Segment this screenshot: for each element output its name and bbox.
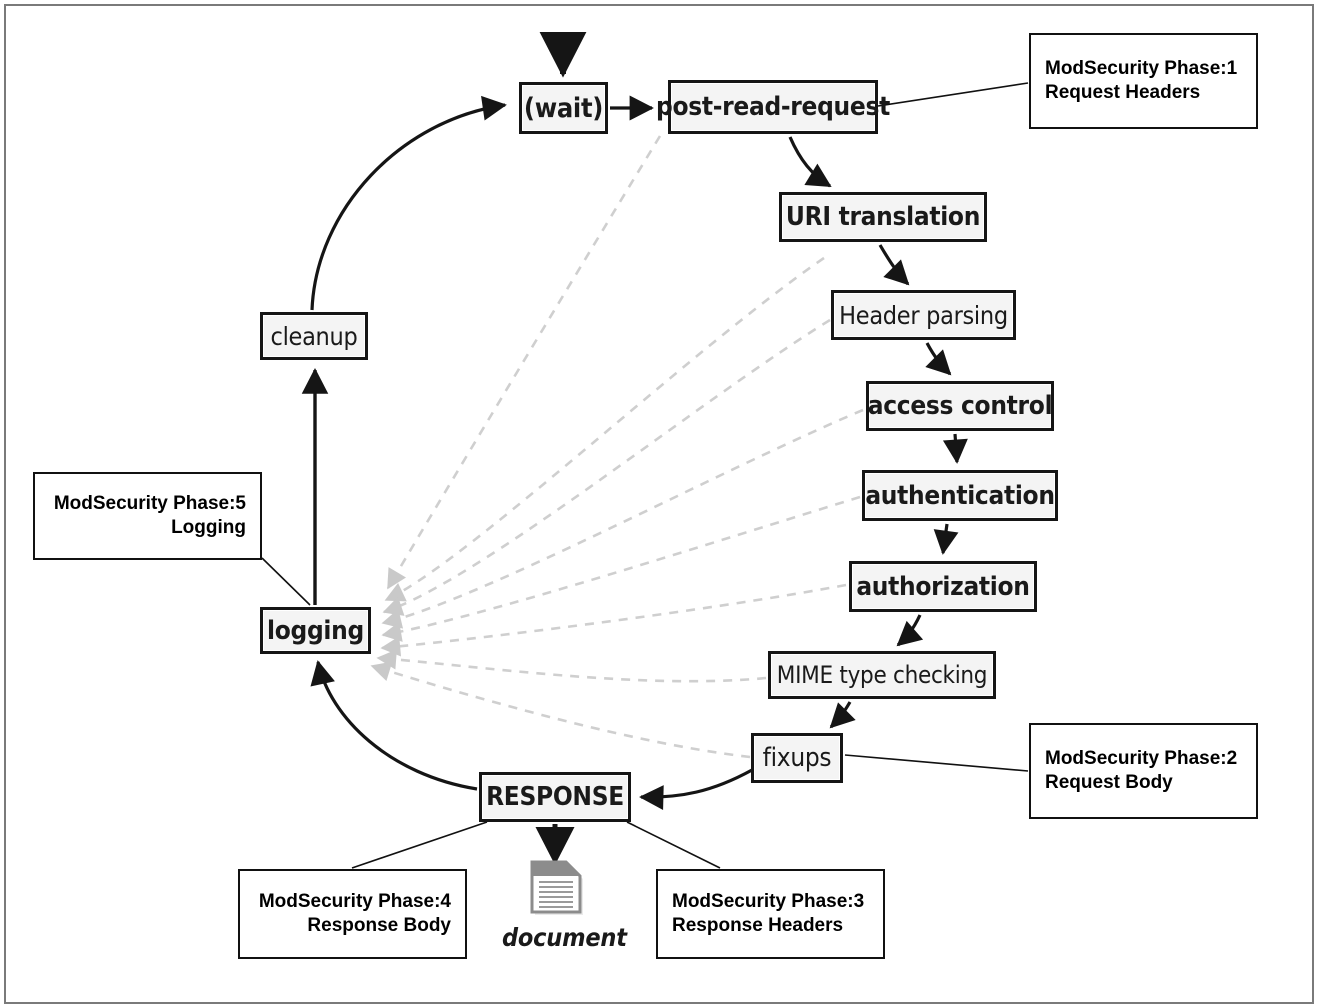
arrow-cleanup-to-wait — [310, 95, 507, 311]
arrow-response-to-logging — [310, 660, 478, 791]
arrow-post-read-request-to-uri-translation — [788, 136, 832, 188]
callout-phase-5-line1: ModSecurity Phase:5 — [53, 493, 246, 515]
callout-phase-5-line2: Logging — [171, 517, 246, 538]
arrow-access-control-to-authentication — [942, 433, 968, 464]
node-response[interactable]: RESPONSE — [479, 772, 631, 822]
dashed-post-read-request-to-logging — [386, 135, 662, 590]
node-header-parsing-label: Header parsing — [839, 300, 1008, 330]
callout-phase-3: ModSecurity Phase:3 Response Headers — [656, 869, 885, 959]
leader-phase-2 — [844, 754, 1029, 772]
node-access-control[interactable]: access control — [866, 381, 1054, 431]
dashed-access-control-to-logging — [381, 408, 864, 629]
leader-phase-1 — [877, 82, 1029, 107]
callout-phase-4-line2: Response Body — [307, 915, 451, 936]
callout-phase-3-line2: Response Headers — [672, 915, 844, 936]
arrow-mime-type-checking-to-fixups — [829, 701, 856, 729]
node-post-read-request[interactable]: post-read-request — [656, 80, 890, 134]
node-authorization[interactable]: authorization — [849, 561, 1037, 612]
node-response-label: RESPONSE — [486, 782, 624, 812]
callout-phase-1-line2: Request Headers — [1045, 82, 1201, 103]
arrow-header-parsing-to-access-control — [925, 342, 952, 376]
dashed-uri-translation-to-logging — [384, 256, 825, 602]
callout-phase-4: ModSecurity Phase:4 Response Body — [238, 869, 467, 959]
callout-phase-2-line2: Request Body — [1045, 772, 1173, 793]
node-authorization-label: authorization — [856, 571, 1030, 602]
node-authentication-label: authentication — [865, 480, 1055, 511]
node-logging-label: logging — [267, 615, 364, 646]
callout-phase-4-line1: ModSecurity Phase:4 — [258, 891, 451, 913]
node-fixups-label: fixups — [762, 743, 832, 773]
node-uri-translation-label: URI translation — [785, 202, 981, 232]
arrow-uri-translation-to-header-parsing — [878, 244, 910, 286]
solid-flow-arrows — [301, 31, 968, 865]
callout-phase-5: ModSecurity Phase:5 Logging — [33, 472, 262, 560]
dashed-fixups-to-logging — [370, 661, 751, 759]
callout-leader-lines — [261, 82, 1029, 869]
dashed-header-parsing-to-logging — [382, 318, 831, 616]
dashed-authorization-to-logging — [380, 583, 847, 657]
node-fixups[interactable]: fixups — [751, 733, 843, 783]
callout-phase-1: ModSecurity Phase:1 Request Headers — [1029, 33, 1258, 129]
dashed-authentication-to-logging — [381, 495, 861, 642]
callout-phase-2-line1: ModSecurity Phase:2 — [1045, 748, 1238, 770]
logging-dashed-arrows — [370, 135, 864, 759]
node-mime-type-checking-label: MIME type checking — [776, 661, 988, 689]
leader-phase-5 — [261, 557, 311, 606]
node-post-read-request-label: post-read-request — [656, 92, 890, 122]
node-mime-type-checking[interactable]: MIME type checking — [768, 651, 996, 699]
node-access-control-label: access control — [867, 391, 1053, 421]
node-logging[interactable]: logging — [260, 607, 371, 654]
callout-phase-3-line1: ModSecurity Phase:3 — [672, 891, 865, 913]
arrow-fixups-to-response — [639, 768, 753, 811]
callout-phase-2: ModSecurity Phase:2 Request Body — [1029, 723, 1258, 819]
arrow-authentication-to-authorization — [933, 523, 959, 555]
document-label: document — [502, 923, 627, 952]
node-cleanup-label: cleanup — [270, 321, 358, 351]
callout-phase-1-line1: ModSecurity Phase:1 — [1045, 58, 1238, 80]
node-header-parsing[interactable]: Header parsing — [831, 290, 1016, 340]
leader-phase-3 — [626, 821, 721, 869]
node-wait[interactable]: (wait) — [519, 82, 608, 134]
node-cleanup[interactable]: cleanup — [260, 312, 368, 360]
leader-phase-4 — [351, 821, 488, 869]
node-wait-label: (wait) — [523, 92, 604, 124]
node-authentication[interactable]: authentication — [862, 470, 1058, 521]
dashed-mime-type-checking-to-logging — [376, 649, 767, 683]
node-uri-translation[interactable]: URI translation — [779, 192, 987, 242]
arrow-authorization-to-mime-type-checking — [896, 614, 924, 647]
document-icon — [530, 860, 583, 915]
